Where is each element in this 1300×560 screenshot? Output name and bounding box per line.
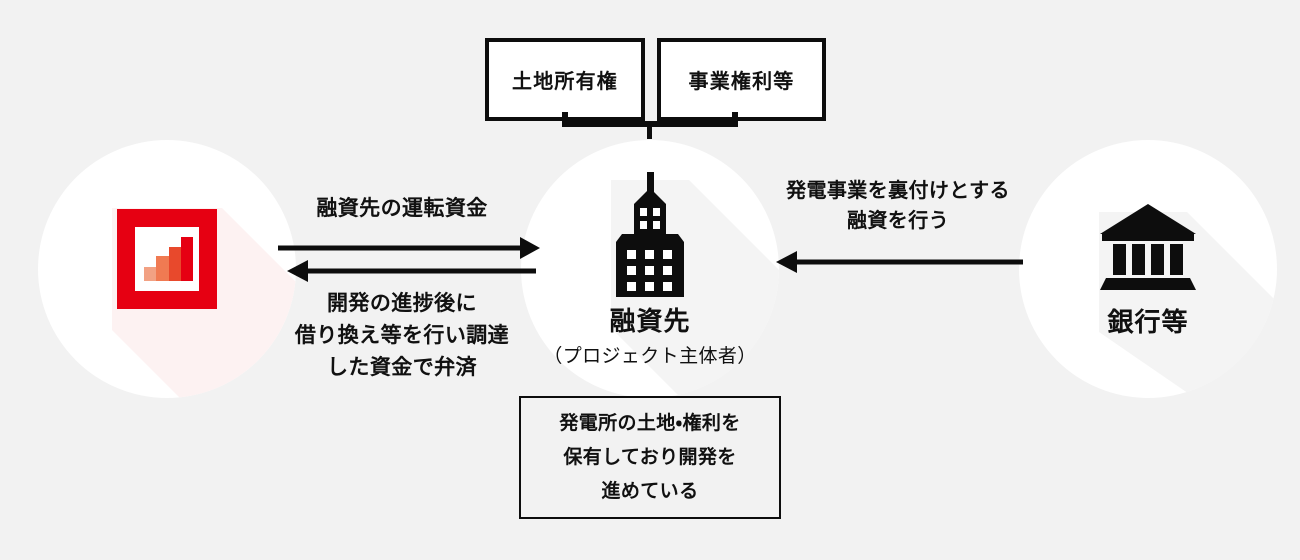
bottom-box-line-1: 発電所の土地・権利を xyxy=(559,412,741,434)
caption-working-capital: 融資先の運転資金 xyxy=(316,197,488,220)
node-center-label: 融資先 xyxy=(609,306,691,336)
node-right-label: 銀行等 xyxy=(1107,307,1189,337)
bar-chart-red-frame-icon xyxy=(38,209,296,314)
caption-project-finance: 発電事業を裏付けとする 融資を行う xyxy=(758,176,1038,236)
node-left-circle xyxy=(38,140,296,398)
office-building-icon xyxy=(521,172,779,302)
caption-repayment-line-1: 開発の進捗後に xyxy=(327,292,477,315)
caption-repayment: 開発の進捗後に 借り換え等を行い調達 した資金で弁済 xyxy=(262,288,542,384)
right-flow-arrow xyxy=(776,251,1023,273)
bottom-box-line-2: 保有しており開発を xyxy=(563,446,737,468)
arrow-right-working-capital xyxy=(278,237,540,259)
caption-project-finance-line-1: 発電事業を裏付けとする xyxy=(786,180,1010,202)
caption-repayment-line-2: 借り換え等を行い調達 xyxy=(294,324,510,347)
bracket-center-stub xyxy=(647,121,652,139)
caption-repayment-line-3: した資金で弁済 xyxy=(327,356,477,379)
bank-building-icon xyxy=(1019,204,1277,295)
bracket-left-stem xyxy=(562,112,568,124)
bottom-box-line-3: 進めている xyxy=(601,480,699,502)
top-box-land-ownership-label: 土地所有権 xyxy=(512,71,618,93)
bracket-right-stem xyxy=(732,112,738,124)
caption-project-finance-line-2: 融資を行う xyxy=(847,210,949,232)
left-flow-arrows xyxy=(278,237,540,282)
node-center-sublabel: （プロジェクト主体者） xyxy=(543,346,757,367)
arrow-left-repayment xyxy=(287,260,536,282)
top-box-land-ownership: 土地所有権 xyxy=(485,38,645,121)
bottom-box-asset-holding: 発電所の土地・権利を 保有しており開発を 進めている xyxy=(519,396,781,519)
arrow-left-project-finance xyxy=(776,251,1023,273)
top-box-business-rights-label: 事業権利等 xyxy=(688,71,795,93)
top-box-business-rights: 事業権利等 xyxy=(657,38,826,121)
node-right-circle: 銀行等 xyxy=(1019,140,1277,398)
